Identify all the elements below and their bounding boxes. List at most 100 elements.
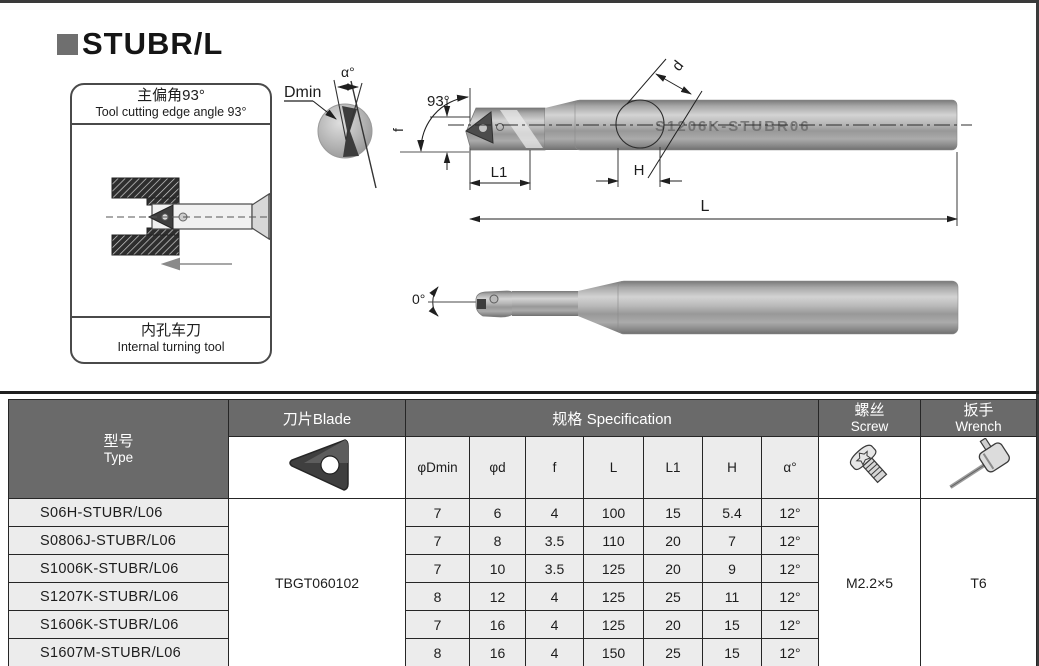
info-box-bottom-caption: 内孔车刀 Internal turning tool [72,316,270,360]
d-cell: 16 [469,610,526,639]
type-cell: S06H-STUBR/L06 [8,498,229,527]
h-dimension-label: H [634,162,645,179]
header-screw-en: Screw [850,419,889,434]
dmin-leader-arrow [312,100,337,120]
wrench-icon [948,437,1010,489]
header-blade-en: Blade [312,410,352,428]
alpha-cell: 12° [761,554,819,583]
dmin-label: Dmin [284,84,321,101]
l1-cell: 20 [643,610,703,639]
alpha-cell: 12° [761,582,819,611]
subheader-l: L [583,436,644,499]
f-cell: 3.5 [525,526,584,555]
header-spec-en: Specification [586,410,672,428]
d-cell: 6 [469,498,526,527]
d-cell: 16 [469,638,526,666]
main-angle-label: 93° [427,93,450,110]
f-cell: 4 [525,498,584,527]
header-wrench-en: Wrench [955,419,1002,434]
l1-cell: 25 [643,638,703,666]
d-dimension-arrows [655,73,692,95]
wrench-image-cell [920,436,1037,499]
header-wrench: 扳手 Wrench [920,399,1037,437]
cutting-angle-label-en: Tool cutting edge angle 93° [95,105,247,119]
type-cell: S1607M-STUBR/L06 [8,638,229,666]
h-cell: 9 [702,554,762,583]
h-cell: 7 [702,526,762,555]
title-bullet-square [57,33,78,55]
bottom-tool-taper [578,281,622,334]
info-box: 主偏角93° Tool cutting edge angle 93° [70,83,279,364]
title-row: STUBR/L [57,26,223,62]
subheader-h: H [702,436,762,499]
l1-cell: 15 [643,498,703,527]
type-cell: S1006K-STUBR/L06 [8,554,229,583]
main-angle-arc [417,94,470,153]
d-cell: 12 [469,582,526,611]
l1-cell: 20 [643,526,703,555]
l-cell: 125 [583,554,644,583]
table-top-rule [0,391,1039,394]
tool-name-label-en: Internal turning tool [117,340,225,354]
h-cell: 15 [702,638,762,666]
subheader-alpha: α° [761,436,819,499]
dmin-cell: 8 [405,582,470,611]
h-cell: 5.4 [702,498,762,527]
header-blade-zh: 刀片 [282,410,313,428]
type-cell: S0806J-STUBR/L06 [8,526,229,555]
d-cell: 10 [469,554,526,583]
dmin-cell: 7 [405,498,470,527]
workpiece-section [111,177,180,256]
l-cell: 150 [583,638,644,666]
dmin-end-view: α° Dmin [284,64,377,189]
page-top-border [0,0,1039,3]
info-box-top-caption: 主偏角93° Tool cutting edge angle 93° [72,85,270,125]
subheader-l1: L1 [643,436,703,499]
header-screw-zh: 螺丝 [854,402,885,419]
h-cell: 11 [702,582,762,611]
h-cell: 15 [702,610,762,639]
l-cell: 110 [583,526,644,555]
f-dimension-label: f [390,128,406,132]
header-type-en: Type [103,450,134,465]
header-type-zh: 型号 [103,433,134,450]
tool-name-label-zh: 内孔车刀 [140,322,201,339]
l1-cell: 20 [643,554,703,583]
l-cell: 125 [583,582,644,611]
top-tool-view: 93° f S1206K-STUBR06 d L1 [390,57,972,226]
edge-inclination-line [350,80,377,189]
page-right-border [1036,0,1039,666]
l-cell: 125 [583,610,644,639]
d-cell: 8 [469,526,526,555]
alpha-cell: 12° [761,498,819,527]
header-wrench-zh: 扳手 [963,402,994,419]
bottom-insert [477,299,486,309]
bottom-tool-view: 0° [412,280,959,335]
d-dimension-label: d [669,57,688,74]
l1-dimension-label: L1 [491,164,508,181]
bottom-tool-shank [617,280,959,335]
cutting-angle-label-zh: 主偏角93° [137,87,205,104]
shank-marking-text: S1206K-STUBR06 [655,118,811,135]
f-cell: 4 [525,610,584,639]
dmin-cell: 7 [405,554,470,583]
alpha-cell: 12° [761,526,819,555]
header-spec-zh: 规格 [552,410,583,428]
alpha-angle-label: α° [341,64,355,80]
wrench-value-cell: T6 [920,498,1037,666]
page-title: STUBR/L [82,26,224,61]
header-screw: 螺丝 Screw [818,399,921,437]
l-cell: 100 [583,498,644,527]
screw-value-cell: M2.2×5 [818,498,921,666]
dmin-cell: 7 [405,526,470,555]
subheader-dmin: φDmin [405,436,470,499]
blade-value-cell: TBGT060102 [228,498,406,666]
header-type: 型号 Type [8,399,229,499]
specification-table: 型号 Type 刀片Blade 规格 Specification 螺丝 Scre… [8,399,1037,666]
detail-callout-circle [615,99,665,149]
screw-icon [849,444,887,484]
subheader-f: f [525,436,584,499]
header-blade: 刀片Blade [228,399,406,437]
f-cell: 4 [525,638,584,666]
